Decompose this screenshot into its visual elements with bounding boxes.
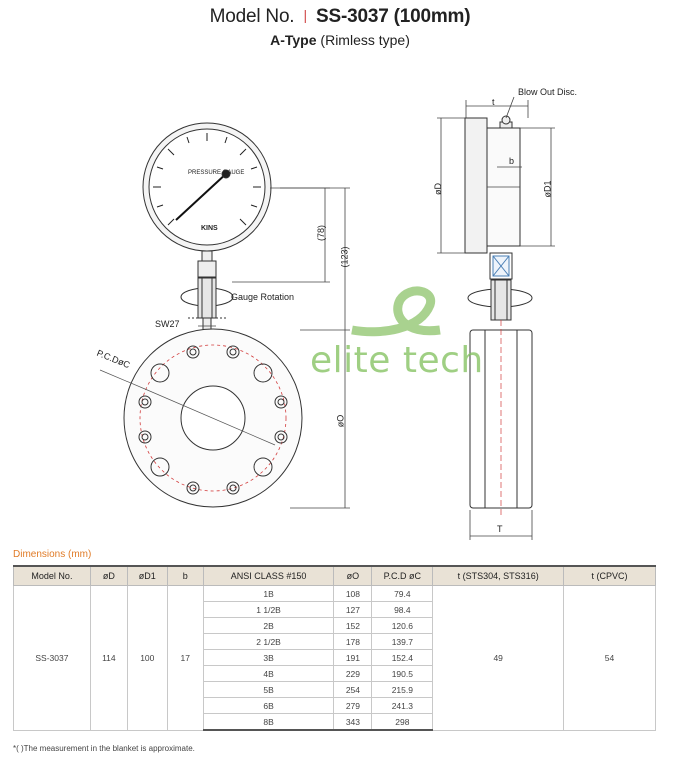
technical-drawing [99, 96, 555, 540]
watermark-leaf [351, 286, 441, 337]
cell-ansi: 2B [202, 617, 335, 634]
header-o: øO [333, 565, 373, 586]
table-row: 2 1/2B 178 139.7 [14, 633, 656, 650]
cell-ansi: 1 1/2B [202, 601, 335, 618]
gauge-front-view [142, 122, 272, 333]
dim-123-label: (123) [339, 246, 350, 268]
cell-pcd: 79.4 [371, 585, 434, 602]
model-prefix: Model No. [209, 6, 295, 27]
header-b: b [166, 565, 204, 586]
flange-front-view [99, 328, 303, 508]
model-title: Model No. | SS-3037 (100mm) [0, 6, 680, 28]
gauge-side-view [464, 115, 533, 515]
cell-o: 127 [333, 601, 373, 618]
table-row: 2B 152 120.6 [14, 617, 656, 634]
type-subtitle: A-Type (Rimless type) [0, 32, 680, 48]
cell-o: 178 [333, 633, 373, 650]
cell-ansi: 3B [202, 649, 335, 666]
blow-out-disc-label: Blow Out Disc. [518, 87, 578, 97]
watermark-text: elite tech [310, 340, 484, 381]
cell-ansi: 4B [202, 665, 335, 682]
cell-o: 343 [333, 713, 373, 731]
header-d: øD [89, 565, 128, 586]
cell-t-sts: 49 [432, 585, 565, 731]
header-d1: øD1 [126, 565, 168, 586]
cell-pcd: 120.6 [371, 617, 434, 634]
dim-t-top-label: t [492, 97, 495, 107]
dial-brand: KINS [201, 225, 218, 232]
cell-pcd: 98.4 [371, 601, 434, 618]
cell-ansi: 6B [202, 697, 335, 714]
header-t-cpvc: t (CPVC) [563, 565, 656, 586]
sw27-label: SW27 [155, 319, 180, 329]
table-row: 5B 254 215.9 [14, 681, 656, 698]
table-row: SS-3037 114 100 17 1B 108 79.4 49 54 [13, 585, 656, 731]
cell-o: 279 [333, 697, 373, 714]
cell-ansi: 1B [202, 585, 335, 602]
bolt-holes [138, 345, 288, 495]
cell-b: 17 [166, 585, 204, 731]
side-dimensions [437, 96, 555, 540]
cell-o: 191 [333, 649, 373, 666]
front-dimensions [198, 187, 350, 509]
model-code: SS-3037 (100mm) [316, 6, 471, 27]
footnote: *( )The measurement in the blanket is ap… [13, 744, 195, 753]
dim-d-label: øD [433, 183, 443, 195]
title-separator: | [303, 7, 307, 23]
header-ansi: ANSI CLASS #150 [202, 565, 335, 586]
cell-d: 114 [89, 585, 128, 731]
cell-pcd: 139.7 [371, 633, 434, 650]
type-description: (Rimless type) [316, 32, 410, 48]
dim-o-label: øO [335, 414, 346, 428]
gauge-rotation-label: Gauge Rotation [231, 292, 295, 302]
cell-pcd: 152.4 [371, 649, 434, 666]
dim-b-label: b [509, 156, 515, 166]
cell-ansi: 5B [202, 681, 335, 698]
table-row: 6B 279 241.3 [14, 697, 656, 714]
cell-d1: 100 [126, 585, 168, 731]
cell-t-cpvc: 54 [563, 585, 656, 731]
cell-model: SS-3037 [13, 585, 91, 731]
cell-pcd: 190.5 [371, 665, 434, 682]
cell-o: 254 [333, 681, 373, 698]
cell-o: 108 [333, 585, 373, 602]
dimensions-table: Model No. øD øD1 b ANSI CLASS #150 øO P.… [13, 565, 656, 731]
cell-o: 229 [333, 665, 373, 682]
dial-face-text: PRESSURE GAUGE [188, 170, 245, 176]
header-t-sts: t (STS304, STS316) [432, 565, 565, 586]
table-header-row: Model No. øD øD1 b ANSI CLASS #150 øO P.… [13, 565, 656, 586]
dim-d1-label: øD1 [542, 180, 553, 198]
type-name: A-Type [270, 32, 317, 48]
cell-o: 152 [333, 617, 373, 634]
header-pcd: P.C.D øC [371, 565, 434, 586]
header-model: Model No. [13, 565, 91, 586]
gauge-needle [175, 171, 229, 221]
dim-t-bottom-label: T [497, 524, 503, 534]
cell-ansi: 8B [202, 713, 335, 731]
dimensions-title: Dimensions (mm) [13, 549, 92, 560]
table-row: 4B 229 190.5 [14, 665, 656, 682]
cell-pcd: 215.9 [371, 681, 434, 698]
page-title: Model No. | SS-3037 (100mm) A-Type (Riml… [0, 6, 680, 48]
cell-pcd: 241.3 [371, 697, 434, 714]
cell-ansi: 2 1/2B [202, 633, 335, 650]
cell-pcd: 298 [371, 713, 434, 731]
dim-78-label: (78) [316, 224, 327, 242]
table-row: 8B 343 298 [14, 713, 656, 731]
dial-ticks [153, 133, 261, 226]
